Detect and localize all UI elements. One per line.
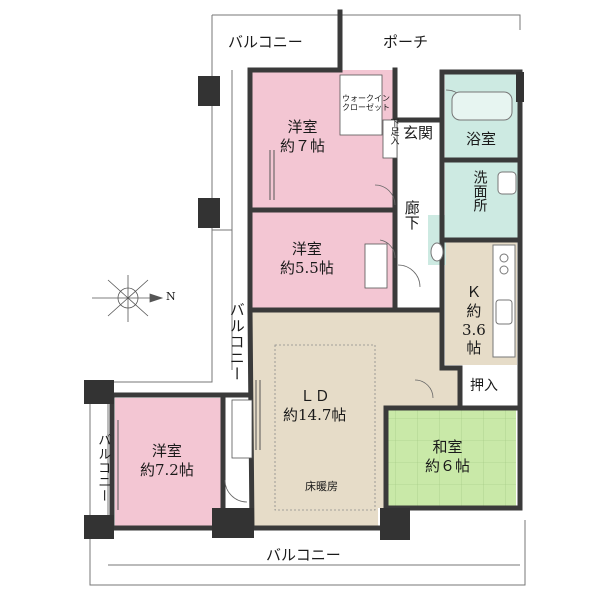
compass-north-label: N (166, 290, 176, 303)
windows (117, 150, 275, 510)
oshiire-label: 押入 (470, 378, 498, 394)
room-name: 洋室 (291, 240, 322, 258)
walk-in-closet-label: ウォークイン クローゼット (342, 94, 390, 112)
western-room-72-fill (115, 398, 223, 528)
washitsu-label: 和室 約６帖 (425, 438, 470, 476)
room-size: 約６帖 (425, 456, 471, 475)
columns (84, 72, 524, 540)
kitchen-label: Ｋ 約 3.6 帖 (462, 283, 486, 358)
ld-label: ＬＤ 約14.7帖 (283, 387, 346, 425)
room-size: 帖 (466, 339, 482, 358)
balcony-bottom-label: バルコニー (266, 546, 341, 564)
toilet (430, 242, 444, 262)
stove-icon (499, 253, 509, 275)
closet-hatching (231, 74, 398, 459)
door-swings (224, 89, 469, 503)
washroom-label: 洗面所 (471, 170, 488, 212)
washbasin (497, 171, 517, 195)
corridor-label: 廊下 (402, 200, 421, 230)
compass-rose-icon (92, 275, 164, 322)
room-name: Ｋ (466, 283, 482, 301)
room-size: 約7.2帖 (140, 460, 194, 479)
washitsu-fill (386, 408, 516, 508)
balcony-top-label: バルコニー (228, 33, 303, 51)
porch-label: ポーチ (383, 33, 429, 51)
western-room-7-label: 洋室 約７帖 (280, 118, 325, 156)
room-size: 約７帖 (280, 136, 326, 155)
kitchen-sink (495, 299, 513, 325)
bath-label: 浴室 (466, 130, 497, 148)
closet-line-1: ウォークイン (342, 94, 390, 103)
room-name: 和室 (432, 438, 463, 456)
balcony-left-label: バルコニー (95, 433, 111, 503)
bathtub (451, 91, 513, 121)
room-name: 洋室 (151, 442, 182, 460)
walls (109, 9, 523, 531)
closet-line-2: クローゼット (342, 103, 390, 113)
room-size: 約5.5帖 (280, 258, 334, 277)
entrance-label: 玄関 (403, 124, 434, 142)
room-name: ＬＤ (299, 387, 330, 405)
western-room-72-label: 洋室 約7.2帖 (140, 442, 194, 480)
shoe-box-label: 下足入 (388, 118, 399, 145)
room-size: 約14.7帖 (283, 405, 347, 424)
ld-fill (252, 312, 460, 528)
floor-heating-area (274, 344, 376, 511)
balcony-middle-label: バルコニー (227, 302, 246, 382)
room-size: 約 (466, 301, 482, 320)
floor-heating-label: 床暖房 (305, 480, 338, 493)
kitchen-counter (492, 244, 516, 358)
room-size: 3.6 (462, 320, 486, 339)
room-name: 洋室 (287, 118, 318, 136)
western-room-55-label: 洋室 約5.5帖 (280, 240, 334, 278)
